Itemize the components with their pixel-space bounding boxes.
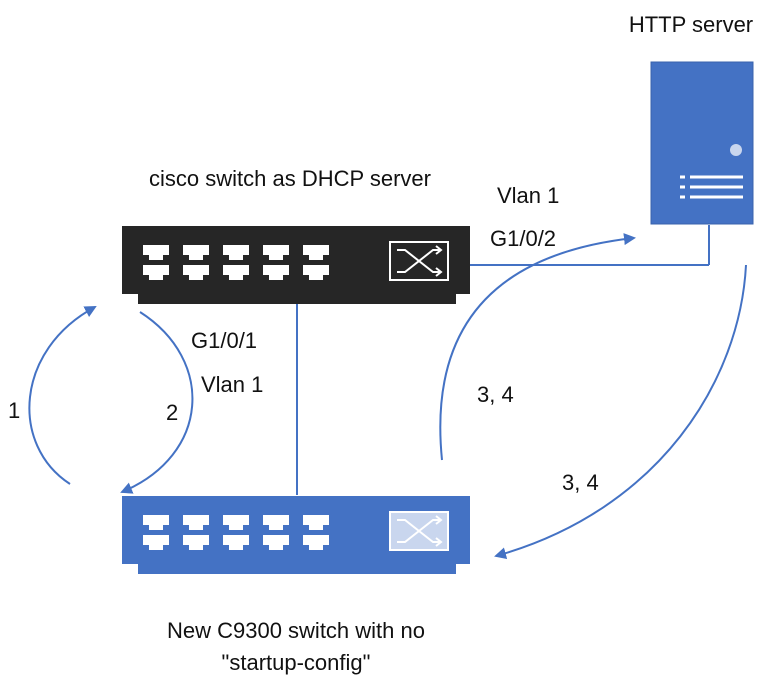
- step-3-4-left-label: 3, 4: [477, 382, 514, 407]
- step-1-label: 1: [8, 398, 20, 423]
- arrow-step-3-4-up: [439, 233, 636, 461]
- dhcp-switch-icon: [122, 226, 470, 304]
- step-2-label: 2: [166, 400, 178, 425]
- port-top-label: G1/0/2: [490, 226, 556, 251]
- new-switch-label-line2: "startup-config": [222, 650, 371, 675]
- new-switch-icon: [122, 496, 470, 574]
- dhcp-switch-label: cisco switch as DHCP server: [149, 166, 431, 191]
- http-server-label: HTTP server: [629, 12, 753, 37]
- new-switch-label-line1: New C9300 switch with no: [167, 618, 425, 643]
- vlan-mid-label: Vlan 1: [201, 372, 263, 397]
- port-mid-label: G1/0/1: [191, 328, 257, 353]
- http-server-icon: [650, 61, 754, 225]
- arrow-step-3-4-down: [494, 264, 747, 560]
- arrow-step-1: [28, 306, 97, 485]
- vlan-top-label: Vlan 1: [497, 183, 559, 208]
- step-3-4-right-label: 3, 4: [562, 470, 599, 495]
- arrow-step-2: [120, 311, 194, 494]
